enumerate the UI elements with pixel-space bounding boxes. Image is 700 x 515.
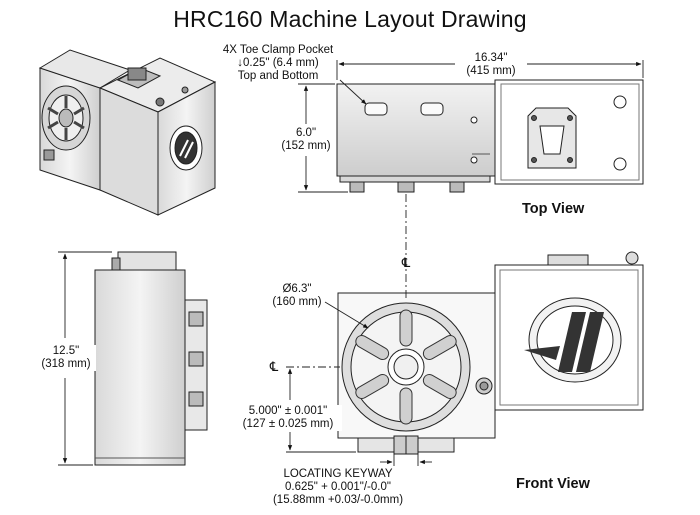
top-view (336, 79, 644, 193)
toe-clamp-callout: 4X Toe Clamp Pocket ↓0.25" (6.4 mm) Top … (218, 44, 338, 83)
height-metric: (318 mm) (41, 358, 91, 370)
height-dimension: 12.5" (318 mm) (36, 345, 96, 371)
length-dimension: 16.34" (415 mm) (455, 52, 527, 78)
keyway-line2: 0.625" + 0.001"/-0.0" (285, 481, 391, 493)
toe-clamp-line3: Top and Bottom (237, 70, 319, 82)
top-view-label: Top View (522, 201, 585, 217)
drawing-title: HRC160 Machine Layout Drawing (173, 6, 527, 32)
center-height-dimension: 5.000" ± 0.001" (127 ± 0.025 mm) (234, 405, 342, 431)
keyway-callout: LOCATING KEYWAY 0.625" + 0.001"/-0.0" (1… (258, 468, 418, 507)
faceplate-dimension: Ø6.3" (160 mm) (262, 283, 332, 309)
front-view (337, 251, 644, 455)
faceplate-imperial: Ø6.3" (282, 283, 312, 295)
depth-metric: (152 mm) (281, 140, 331, 152)
front-view-label: Front View (516, 476, 590, 492)
toe-clamp-line2: ↓0.25" (6.4 mm) (237, 57, 319, 69)
keyway-line3: (15.88mm +0.03/-0.0mm) (272, 494, 404, 506)
depth-dimension: 6.0" (152 mm) (276, 127, 336, 153)
length-metric: (415 mm) (466, 65, 516, 77)
horizontal-centerline-symbol: ℄ (269, 359, 279, 374)
length-imperial: 16.34" (474, 52, 508, 64)
center-height-imperial: 5.000" ± 0.001" (248, 405, 328, 417)
center-height-metric: (127 ± 0.025 mm) (242, 418, 334, 430)
keyway-line1: LOCATING KEYWAY (283, 468, 393, 480)
toe-clamp-line1: 4X Toe Clamp Pocket (222, 44, 334, 56)
isometric-view (38, 49, 217, 216)
height-imperial: 12.5" (52, 345, 80, 357)
faceplate-metric: (160 mm) (272, 296, 322, 308)
side-view (94, 251, 208, 466)
vertical-centerline-symbol: ℄ (401, 255, 411, 270)
depth-imperial: 6.0" (295, 127, 317, 139)
